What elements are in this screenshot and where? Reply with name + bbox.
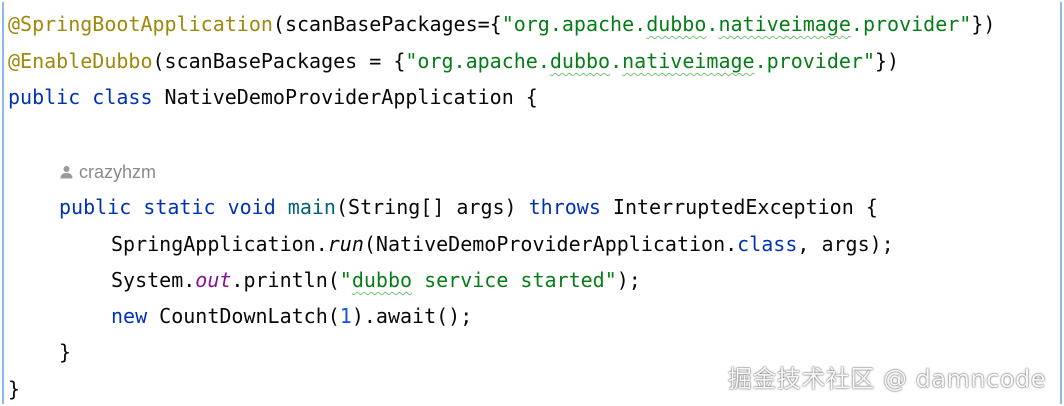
code-line-3[interactable]: public class NativeDemoProviderApplicati… (8, 79, 538, 115)
keyword-class: class (92, 85, 153, 109)
string-typo-word: dubbo (549, 49, 611, 73)
code-line-7[interactable]: SpringApplication.run(NativeDemoProvider… (111, 226, 894, 262)
run-args-close: , args); (797, 232, 894, 256)
string-typo-word-2: nativeimage (622, 49, 755, 73)
string-typo-word-2: nativeimage (718, 12, 851, 36)
class-name: NativeDemoProviderApplication { (152, 85, 538, 109)
string-literal-open: "org.apache. (405, 49, 550, 73)
spring-application-ref: SpringApplication. (111, 232, 328, 256)
run-args-open: (NativeDemoProviderApplication. (363, 232, 738, 256)
string-typo-word: dubbo (351, 268, 413, 292)
string-literal-rest: service started" (412, 268, 617, 292)
class-close-brace: } (8, 377, 21, 401)
system-ref: System. (111, 268, 196, 292)
static-method-run: run (327, 232, 364, 256)
keyword-throws: throws (528, 195, 601, 219)
code-line-9[interactable]: new CountDownLatch(1).await(); (111, 298, 472, 334)
string-literal-open: "org.apache. (501, 12, 647, 36)
code-line-8[interactable]: System.out.println("dubbo service starte… (111, 262, 641, 298)
person-icon (60, 165, 73, 179)
author-name: crazyhzm (79, 162, 157, 182)
static-field-out: out (195, 268, 232, 292)
keyword-public: public (59, 195, 132, 219)
exception-type: InterruptedException { (600, 195, 878, 219)
annotation-springbootapplication: @SpringBootApplication (8, 12, 273, 36)
keyword-class: class (737, 232, 798, 256)
string-quote-open: " (339, 268, 352, 292)
string-literal-close: .provider" (754, 49, 876, 73)
println-close: ); (616, 268, 641, 292)
code-line-11[interactable]: } (8, 371, 20, 406)
annotation-args-close: }) (875, 49, 900, 73)
await-call: ).await(); (351, 304, 473, 328)
keyword-void: void (227, 195, 276, 219)
method-close-brace: } (59, 340, 72, 364)
number-literal: 1 (339, 304, 352, 328)
string-literal-mid: . (706, 12, 719, 36)
string-typo-word: dubbo (646, 12, 707, 36)
code-line-6[interactable]: public static void main(String[] args) t… (59, 189, 878, 225)
annotation-enabledubbo: @EnableDubbo (8, 49, 153, 73)
method-name-main: main (275, 195, 336, 219)
method-params: (String[] args) (335, 195, 529, 219)
code-line-2[interactable]: @EnableDubbo(scanBasePackages = {"org.ap… (8, 43, 899, 79)
code-line-10[interactable]: } (59, 334, 71, 370)
watermark: 掘金技术社区 @ damncode (727, 365, 1046, 393)
string-literal-mid: . (610, 49, 623, 73)
string-literal-close: .provider" (850, 12, 972, 36)
keyword-new: new (111, 304, 148, 328)
author-inlay-hint[interactable]: crazyhzm (60, 154, 156, 190)
annotation-args-close: }) (971, 12, 996, 36)
annotation-args-open: (scanBasePackages={ (272, 12, 502, 36)
keyword-public: public (8, 85, 81, 109)
println-call: .println( (231, 268, 340, 292)
code-line-1[interactable]: @SpringBootApplication(scanBasePackages=… (8, 6, 995, 42)
keyword-static: static (143, 195, 216, 219)
countdownlatch-ctor: CountDownLatch( (147, 304, 340, 328)
annotation-args-open: (scanBasePackages = { (152, 49, 406, 73)
